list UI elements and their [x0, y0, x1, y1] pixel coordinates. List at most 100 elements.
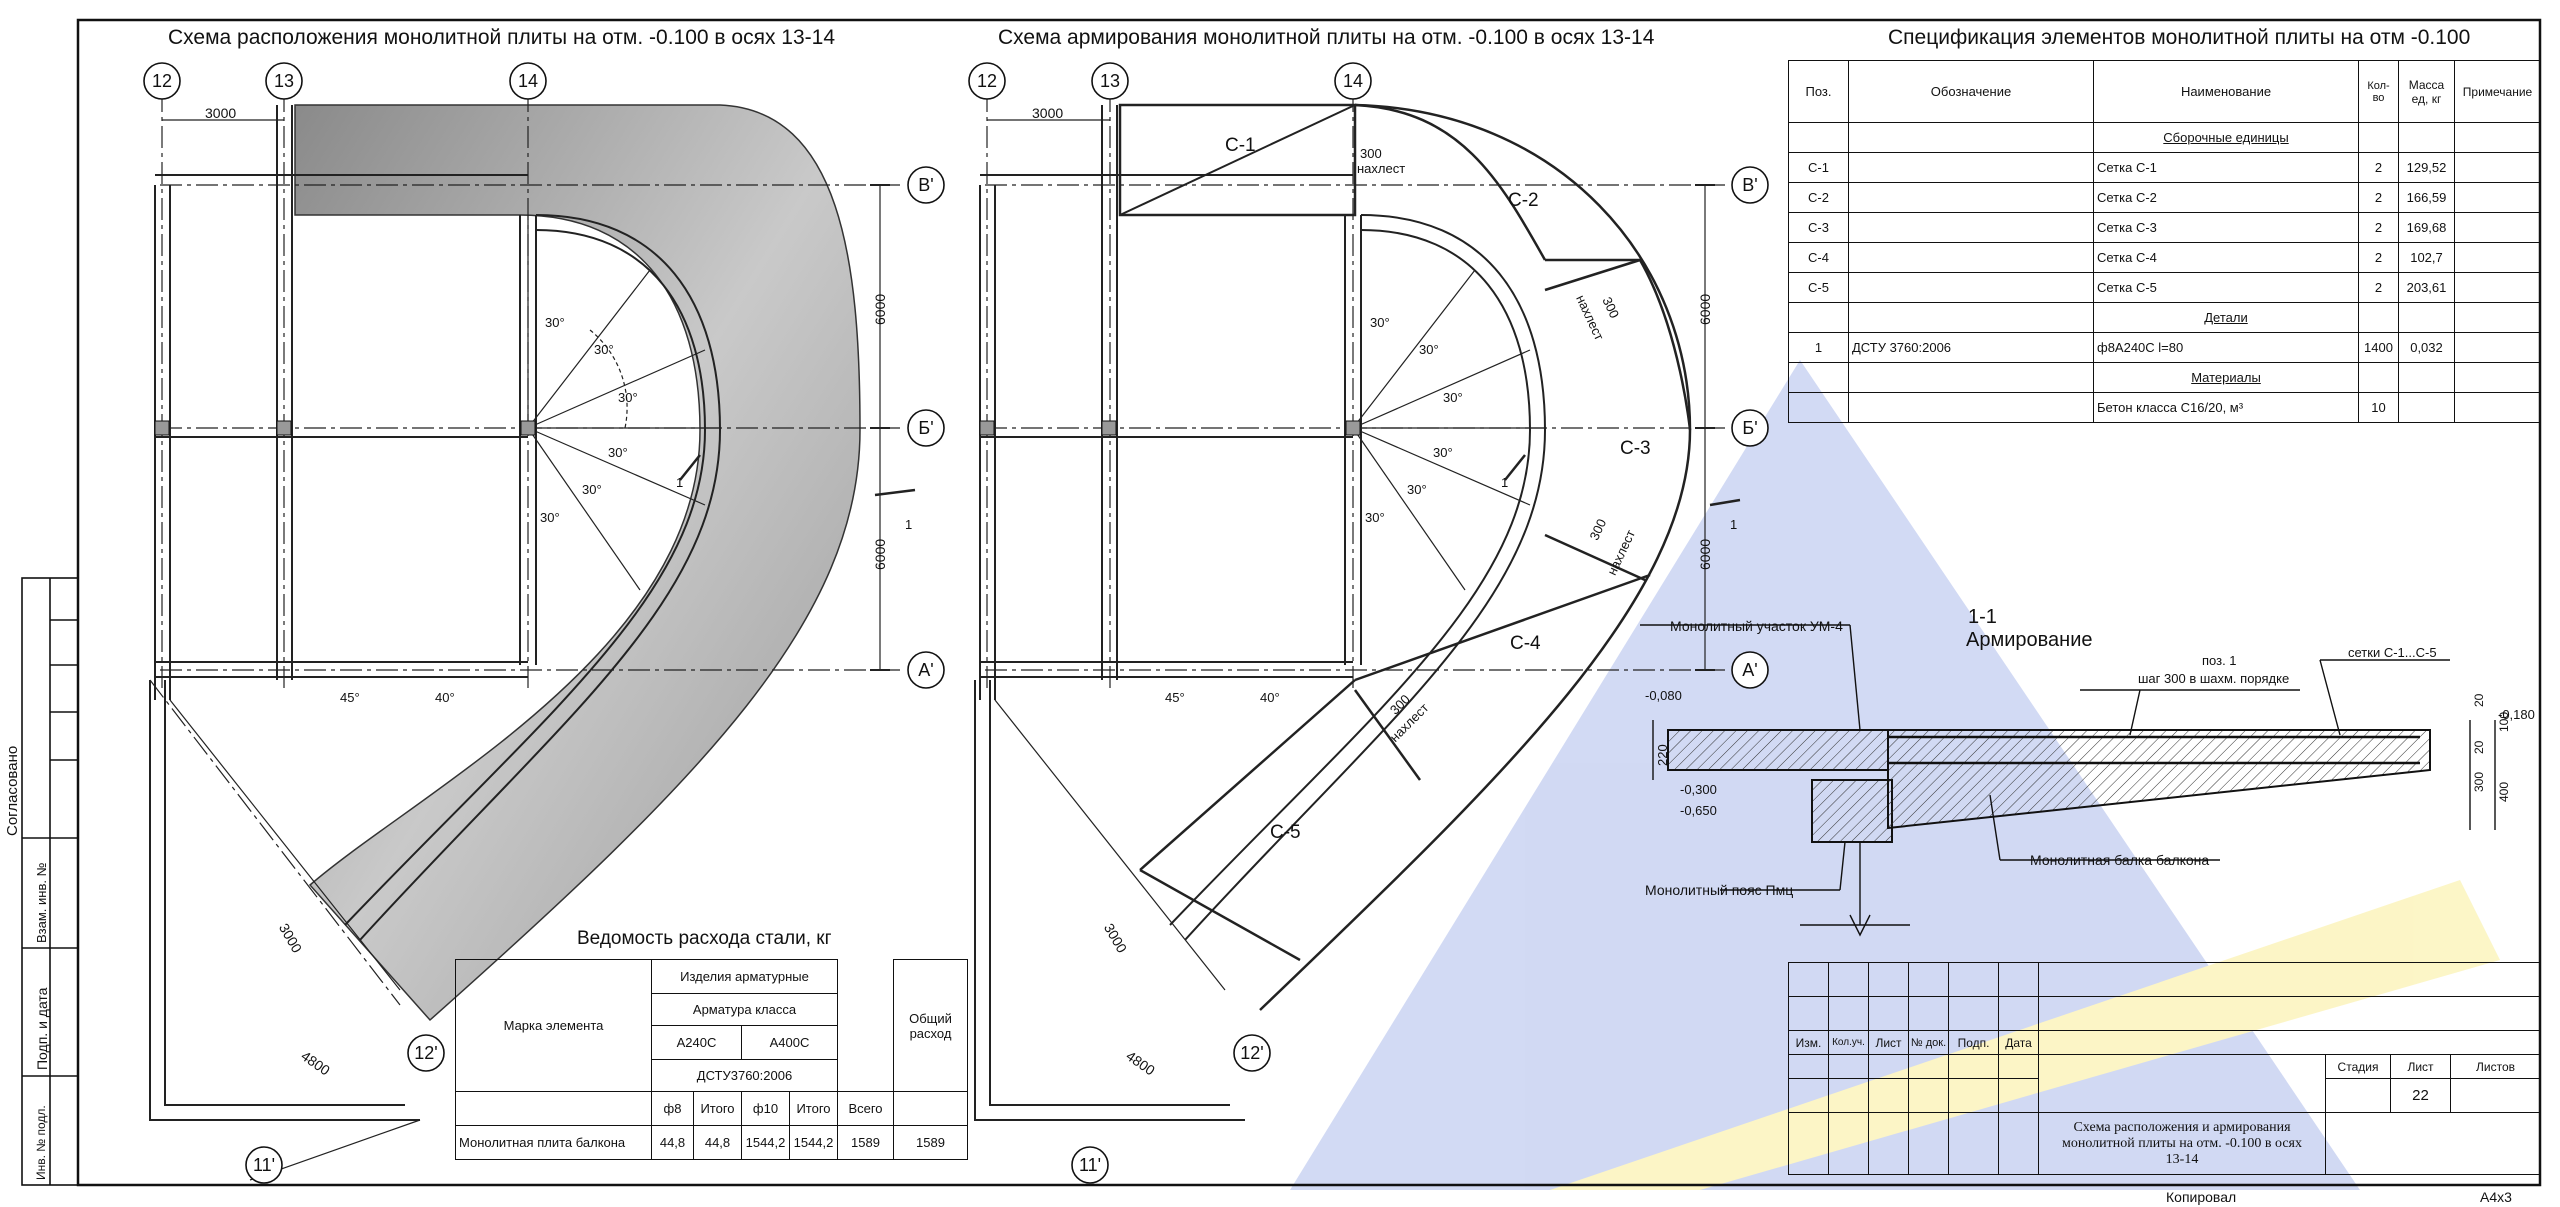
- section-mark-1b-r: 1: [1730, 517, 1738, 532]
- stamp-ndok: № док.: [1908, 1030, 1949, 1055]
- elev-180: -0,180: [2498, 707, 2535, 722]
- reinforcement-plan: [968, 62, 1769, 1184]
- section-1-1: [1640, 624, 2496, 937]
- steel-head-general: Общий расход: [893, 959, 968, 1092]
- net-c5-label: С-5: [1270, 822, 1301, 843]
- angle-40-r: 40°: [1260, 690, 1280, 705]
- axis-bp-label-r: Б': [1742, 418, 1758, 438]
- net-c1-label: С-1: [1225, 135, 1256, 156]
- section-mark-1-r: 1: [1501, 475, 1509, 490]
- spec-title: Спецификация элементов монолитной плиты …: [1888, 26, 2471, 49]
- dim-220: 220: [1655, 744, 1670, 766]
- stamp-sheet-no: 22: [2390, 1078, 2451, 1113]
- spec-section-details: Детали: [2093, 302, 2359, 333]
- steel-head-a240: А240С: [651, 1025, 742, 1060]
- axis-vp-label: В': [918, 175, 934, 195]
- angle-40: 40°: [435, 690, 455, 705]
- angle-30-r6: 30°: [1365, 510, 1385, 525]
- dim-3000: 3000: [205, 105, 237, 121]
- label-nets: сетки С-1...С-5: [2348, 645, 2437, 660]
- shaded-slab: [294, 104, 861, 1022]
- lap-300-1: 300: [1360, 146, 1382, 161]
- axis-ap-label-r: А': [1742, 660, 1758, 680]
- steel-head-f8: ф8: [651, 1091, 694, 1126]
- net-c4-label: С-4: [1510, 633, 1541, 654]
- stamp-podp: Подп.: [1948, 1030, 1999, 1055]
- steel-table-title: Ведомость расхода стали, кг: [577, 928, 832, 949]
- dim-6000-lower-r: 6000: [1697, 538, 1713, 570]
- steel-table: Марка элемента Изделия арматурные Общий …: [455, 959, 968, 1160]
- label-um4: Монолитный участок УМ-4: [1670, 618, 1843, 634]
- dim-6000-lower: 6000: [872, 538, 888, 570]
- steel-head-f10: ф10: [741, 1091, 790, 1126]
- stamp-format: А4х3: [2480, 1189, 2512, 1205]
- angle-30-3: 30°: [618, 390, 638, 405]
- angle-30-2: 30°: [594, 342, 614, 357]
- axis-vp-label-r: В': [1742, 175, 1758, 195]
- stamp-copied: Копировал: [2166, 1189, 2237, 1205]
- label-belt: Монолитный пояс Пмц: [1645, 882, 1794, 898]
- spec-head-note: Примечание: [2454, 60, 2541, 123]
- steel-head-total: Всего: [837, 1091, 894, 1126]
- dim-400: 400: [2497, 781, 2511, 802]
- elev-080: -0,080: [1645, 688, 1682, 703]
- dim-300: 300: [2472, 771, 2486, 792]
- angle-30-5: 30°: [582, 482, 602, 497]
- axis-13-label: 13: [273, 71, 295, 91]
- spec-head-pos: Поз.: [1788, 60, 1849, 123]
- spec-section-assemblies: Сборочные единицы: [2093, 122, 2359, 153]
- steel-head-itogo1: Итого: [693, 1091, 742, 1126]
- angle-30-r1: 30°: [1370, 315, 1390, 330]
- axis-11p-label-r: 11': [1078, 1155, 1102, 1175]
- stamp-listov: Листов: [2450, 1054, 2541, 1079]
- reinforcement-plan-title: Схема армирования монолитной плиты на от…: [998, 26, 1655, 49]
- angle-30-6: 30°: [540, 510, 560, 525]
- layout-plan-title: Схема расположения монолитной плиты на о…: [168, 26, 835, 49]
- section-title-1-1: 1-1: [1968, 606, 1997, 628]
- spec-head-qty: Кол-во: [2358, 60, 2399, 123]
- steel-head-itogo2: Итого: [789, 1091, 838, 1126]
- table-row: Монолитная плита балкона 44,8 44,8 1544,…: [455, 1125, 968, 1160]
- stamp-izm: Изм.: [1788, 1030, 1829, 1055]
- section-mark-1: 1: [676, 475, 684, 490]
- stamp-kolu: Кол.уч.: [1828, 1030, 1869, 1055]
- title-block: Изм. Кол.уч. Лист № док. Подп. Дата Стад…: [1788, 962, 2541, 1175]
- angle-30-r2: 30°: [1419, 342, 1439, 357]
- angle-45: 45°: [340, 690, 360, 705]
- side-stamp: [21, 577, 79, 1186]
- angle-30-r4: 30°: [1433, 445, 1453, 460]
- angle-30-4: 30°: [608, 445, 628, 460]
- section-mark-1b: 1: [905, 517, 913, 532]
- spec-table: Поз. Обозначение Наименование Кол-во Мас…: [1788, 60, 2541, 423]
- axis-11p-label: 11': [252, 1155, 276, 1175]
- spec-head-mass: Масса ед, кг: [2398, 60, 2455, 123]
- axis-ap-label: А': [918, 660, 934, 680]
- axis-12-label: 12: [151, 71, 173, 91]
- steel-head-a400: А400С: [741, 1025, 838, 1060]
- axis-12p-label: 12': [414, 1043, 438, 1063]
- lap-word-1: нахлест: [1357, 161, 1406, 176]
- section-title-armirovanie: Армирование: [1966, 629, 2093, 651]
- layout-plan: [143, 62, 945, 1184]
- stamp-list2: Лист: [2390, 1054, 2451, 1079]
- spec-head-designation: Обозначение: [1848, 60, 2094, 123]
- spec-head-name: Наименование: [2093, 60, 2359, 123]
- label-beam: Монолитная балка балкона: [2030, 852, 2210, 868]
- stamp-data: Дата: [1998, 1030, 2039, 1055]
- elev-650: -0,650: [1680, 803, 1717, 818]
- label-pos1: поз. 1: [2202, 653, 2237, 668]
- angle-30-r3: 30°: [1443, 390, 1463, 405]
- dim-6000-upper: 6000: [872, 293, 888, 325]
- steel-head-std: ДСТУ3760:2006: [651, 1059, 838, 1092]
- steel-head-mark: Марка элемента: [455, 959, 652, 1092]
- angle-30-1: 30°: [545, 315, 565, 330]
- steel-head-items: Изделия арматурные: [651, 959, 838, 994]
- axis-13-label-r: 13: [1099, 71, 1121, 91]
- side-agreed: Согласовано: [4, 745, 21, 836]
- axis-bp-label: Б': [918, 418, 934, 438]
- label-step: шаг 300 в шахм. порядке: [2138, 671, 2290, 686]
